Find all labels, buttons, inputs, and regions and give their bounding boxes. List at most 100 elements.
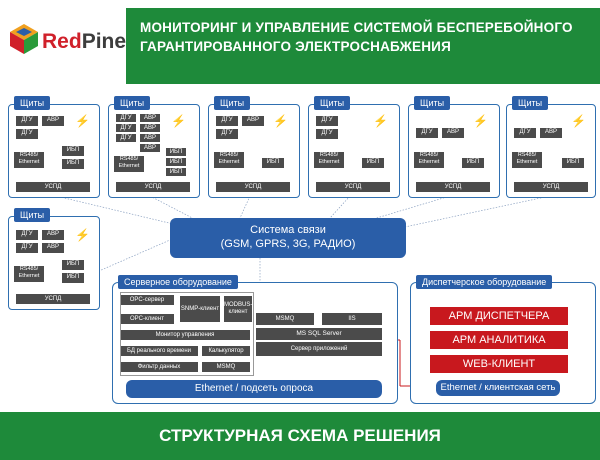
avr-box: АВР bbox=[42, 116, 64, 126]
ethernet-client-network: Ethernet / клиентская сеть bbox=[436, 380, 560, 396]
dgu-box: ДГУ bbox=[116, 134, 136, 142]
shield-tab-2: Щиты bbox=[114, 96, 151, 110]
rs485-box: RS485/Ethernet bbox=[214, 152, 244, 168]
ethernet-label: Ethernet bbox=[18, 159, 40, 165]
rs485-box: RS485/Ethernet bbox=[114, 156, 144, 172]
logo-wordmark: RedPine bbox=[42, 30, 126, 54]
uspd-box: УСПД bbox=[514, 182, 588, 192]
ethernet-polling-subnet: Ethernet / подсеть опроса bbox=[126, 380, 382, 398]
ibp-box: ИБП bbox=[62, 260, 84, 270]
ethernet-label: Ethernet bbox=[418, 159, 440, 165]
iis-box: IIS bbox=[322, 313, 382, 325]
rs485-label: RS485/ bbox=[219, 152, 239, 158]
ibp-box: ИБП bbox=[462, 158, 484, 168]
ibp-box: ИБП bbox=[262, 158, 284, 168]
msmq-box: MSMQ bbox=[256, 313, 314, 325]
dgu-box: ДГУ bbox=[514, 128, 536, 138]
header-title-line1: МОНИТОРИНГ И УПРАВЛЕНИЕ СИСТЕМОЙ БЕСПЕРЕ… bbox=[140, 20, 573, 35]
ethernet-label: Ethernet bbox=[516, 159, 538, 165]
ibp-box: ИБП bbox=[166, 148, 186, 156]
rs485-box: RS485/Ethernet bbox=[414, 152, 444, 168]
power-tower-icon: ⚡ bbox=[273, 114, 288, 128]
dgu-box: ДГУ bbox=[216, 116, 238, 126]
uspd-box: УСПД bbox=[16, 294, 90, 304]
avr-box: АВР bbox=[42, 230, 64, 240]
rs485-box: RS485/Ethernet bbox=[512, 152, 542, 168]
uspd-box: УСПД bbox=[16, 182, 90, 192]
arm-dispatcher-box: АРМ ДИСПЕТЧЕРА bbox=[430, 307, 568, 325]
ethernet-label: Ethernet bbox=[318, 159, 340, 165]
avr-box: АВР bbox=[540, 128, 562, 138]
rs485-box: RS485/Ethernet bbox=[14, 266, 44, 282]
modbus-client-box: MODBUS-клиент bbox=[224, 296, 252, 322]
modbus-client-label: клиент bbox=[228, 309, 248, 315]
ibp-box: ИБП bbox=[62, 159, 84, 169]
ibp-box: ИБП bbox=[62, 273, 84, 283]
ibp-box: ИБП bbox=[362, 158, 384, 168]
dgu-box: ДГУ bbox=[16, 230, 38, 240]
arm-analyst-box: АРМ АНАЛИТИКА bbox=[430, 331, 568, 349]
msmq-small-box: MSMQ bbox=[202, 362, 250, 372]
ethernet-label: Ethernet bbox=[18, 273, 40, 279]
comm-system-title: Система связи bbox=[250, 224, 326, 236]
power-tower-icon: ⚡ bbox=[373, 114, 388, 128]
uspd-box: УСПД bbox=[316, 182, 390, 192]
rs485-label: RS485/ bbox=[319, 152, 339, 158]
header-banner bbox=[126, 8, 600, 84]
avr-box: АВР bbox=[442, 128, 464, 138]
ibp-box: ИБП bbox=[166, 168, 186, 176]
logo-icon bbox=[10, 24, 38, 54]
dgu-box: ДГУ bbox=[116, 124, 136, 132]
ms-sql-server-box: MS SQL Server bbox=[256, 328, 382, 340]
app-server-box: Сервер приложений bbox=[256, 342, 382, 356]
dgu-box: ДГУ bbox=[316, 129, 338, 139]
dgu-box: ДГУ bbox=[16, 129, 38, 139]
uspd-box: УСПД bbox=[216, 182, 290, 192]
dispatch-equipment-tab: Диспетчерское оборудование bbox=[416, 275, 553, 289]
rs485-label: RS485/ bbox=[19, 152, 39, 158]
rs485-label: RS485/ bbox=[19, 266, 39, 272]
web-client-box: WEB-КЛИЕНТ bbox=[430, 355, 568, 373]
footer-title: СТРУКТУРНАЯ СХЕМА РЕШЕНИЯ bbox=[159, 426, 441, 445]
realtime-db-box: БД реального времени bbox=[120, 346, 198, 356]
power-tower-icon: ⚡ bbox=[171, 114, 186, 128]
logo-dark-part: Pine bbox=[81, 30, 127, 53]
avr-box: АВР bbox=[140, 134, 160, 142]
avr-box: АВР bbox=[140, 114, 160, 122]
dgu-box: ДГУ bbox=[416, 128, 438, 138]
opc-server-box: OPC-сервер bbox=[120, 295, 174, 305]
data-filter-box: Фильтр данных bbox=[120, 362, 198, 372]
shield-tab-5: Щиты bbox=[414, 96, 451, 110]
rs485-box: RS485/Ethernet bbox=[314, 152, 344, 168]
ethernet-label: Ethernet bbox=[218, 159, 240, 165]
server-services-frame bbox=[120, 292, 254, 376]
power-tower-icon: ⚡ bbox=[571, 114, 586, 128]
server-equipment-tab: Серверное оборудование bbox=[118, 275, 238, 289]
power-tower-icon: ⚡ bbox=[75, 228, 90, 242]
comm-system-subtitle: (GSM, GPRS, 3G, РАДИО) bbox=[220, 238, 356, 250]
modbus-label: MODBUS- bbox=[224, 302, 253, 308]
logo-red-part: Red bbox=[42, 30, 82, 53]
ibp-box: ИБП bbox=[62, 146, 84, 156]
rs485-label: RS485/ bbox=[517, 152, 537, 158]
dgu-box: ДГУ bbox=[116, 114, 136, 122]
ibp-box: ИБП bbox=[166, 158, 186, 166]
monitor-box: Монитор управления bbox=[120, 330, 250, 340]
power-tower-icon: ⚡ bbox=[75, 114, 90, 128]
dgu-box: ДГУ bbox=[16, 116, 38, 126]
ibp-box: ИБП bbox=[562, 158, 584, 168]
power-tower-icon: ⚡ bbox=[473, 114, 488, 128]
avr-box: АВР bbox=[242, 116, 264, 126]
opc-client-box: OPC-клиент bbox=[120, 314, 174, 324]
uspd-box: УСПД bbox=[116, 182, 190, 192]
rs485-box: RS485/Ethernet bbox=[14, 152, 44, 168]
header-title: МОНИТОРИНГ И УПРАВЛЕНИЕ СИСТЕМОЙ БЕСПЕРЕ… bbox=[140, 18, 590, 56]
dgu-box: ДГУ bbox=[216, 129, 238, 139]
shield-tab-7: Щиты bbox=[14, 208, 51, 222]
avr-box: АВР bbox=[140, 144, 160, 152]
uspd-box: УСПД bbox=[416, 182, 490, 192]
shield-tab-6: Щиты bbox=[512, 96, 549, 110]
avr-box: АВР bbox=[140, 124, 160, 132]
dgu-box: ДГУ bbox=[316, 116, 338, 126]
shield-tab-3: Щиты bbox=[214, 96, 251, 110]
